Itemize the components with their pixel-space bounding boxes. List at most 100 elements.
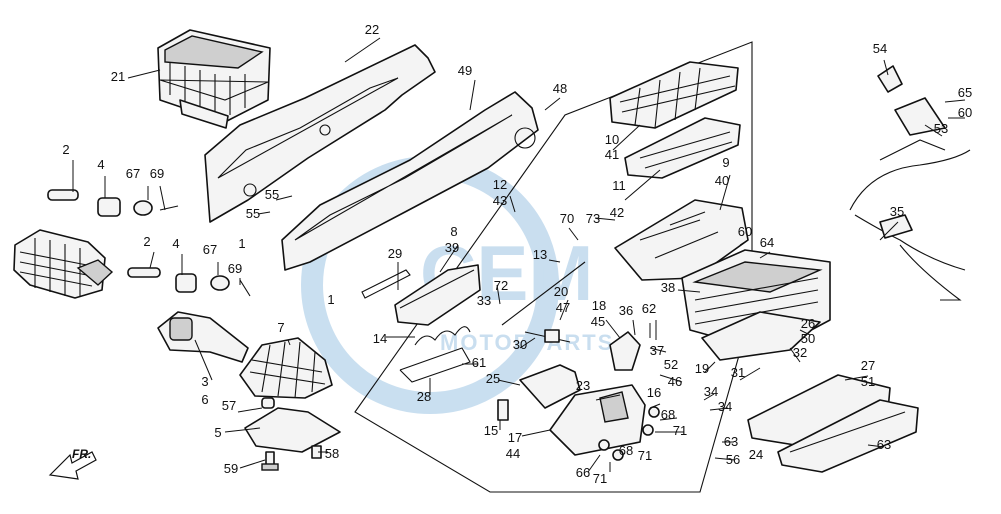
leader-line (759, 251, 771, 259)
leader-line (568, 227, 579, 241)
leader-line (497, 379, 521, 386)
callout-numbers: 1122344567891011121314151617181920212223… (62, 22, 972, 486)
leader-line (239, 459, 266, 469)
callout-42: 42 (610, 205, 624, 220)
leader-line (496, 284, 501, 305)
leader-lines (72, 37, 966, 473)
callout-57: 57 (222, 398, 236, 413)
leader-line (649, 347, 667, 353)
leader-line (544, 97, 561, 111)
callout-54: 54 (873, 41, 887, 56)
callout-71: 71 (593, 471, 607, 486)
callout-6: 6 (201, 392, 208, 407)
callout-69: 69 (150, 166, 164, 181)
callout-34: 34 (704, 384, 718, 399)
leader-line (559, 299, 569, 321)
leader-line (287, 339, 291, 346)
leader-line (194, 339, 213, 381)
callout-66: 66 (576, 465, 590, 480)
callout-20: 20 (554, 284, 568, 299)
part-floorboard (609, 61, 749, 281)
leader-line (632, 319, 636, 336)
callout-60: 60 (958, 105, 972, 120)
callout-1: 1 (327, 292, 334, 307)
callout-44: 44 (506, 446, 520, 461)
part-footpeg-bracket (127, 267, 251, 363)
callout-49: 49 (458, 63, 472, 78)
leader-line (548, 259, 561, 263)
callout-3: 3 (201, 374, 208, 389)
callout-18: 18 (592, 298, 606, 313)
callout-37: 37 (650, 343, 664, 358)
part-center-linkage (497, 261, 660, 461)
part-lower-side-cover (281, 91, 539, 271)
leader-line (595, 394, 621, 401)
callout-67: 67 (203, 242, 217, 257)
callout-16: 16 (647, 385, 661, 400)
leader-line (519, 337, 536, 349)
callout-46: 46 (668, 374, 682, 389)
callout-71: 71 (673, 423, 687, 438)
callout-48: 48 (553, 81, 567, 96)
callout-23: 23 (576, 378, 590, 393)
callout-64: 64 (760, 235, 774, 250)
callout-2: 2 (62, 142, 69, 157)
callout-5: 5 (214, 425, 221, 440)
leader-line (879, 221, 899, 241)
part-trunk-rack (157, 29, 271, 129)
callout-55: 55 (246, 206, 260, 221)
callout-55: 55 (265, 187, 279, 202)
callout-53: 53 (934, 121, 948, 136)
callout-40: 40 (715, 173, 729, 188)
leader-line (509, 195, 516, 213)
callout-68: 68 (619, 443, 633, 458)
leader-line (594, 217, 616, 221)
callout-51: 51 (861, 374, 875, 389)
part-tool-bag (361, 264, 481, 383)
direction-arrow: FR. (48, 447, 97, 480)
callout-11: 11 (612, 178, 626, 193)
callout-7: 7 (277, 320, 284, 335)
leader-line (257, 211, 271, 215)
leader-line (944, 99, 966, 103)
part-floor-rubber (239, 337, 341, 453)
part-left-footpeg (13, 189, 179, 299)
callout-71: 71 (638, 448, 652, 463)
callout-39: 39 (445, 240, 459, 255)
callout-8: 8 (450, 224, 457, 239)
callout-38: 38 (661, 280, 675, 295)
callout-19: 19 (695, 361, 709, 376)
callout-61: 61 (472, 355, 486, 370)
leader-line (799, 329, 811, 336)
leader-line (704, 361, 716, 373)
callout-13: 13 (533, 247, 547, 262)
callout-31: 31 (731, 365, 745, 380)
leader-line (659, 417, 678, 421)
leader-line (344, 37, 381, 63)
leader-line (659, 374, 683, 383)
leader-line (789, 347, 801, 363)
leader-line (624, 169, 661, 201)
leader-line (224, 427, 261, 433)
callout-4: 4 (97, 157, 104, 172)
callout-12: 12 (493, 177, 507, 192)
callout-69: 69 (228, 261, 242, 276)
leader-line (159, 185, 166, 211)
callout-33: 33 (477, 293, 491, 308)
callout-25: 25 (486, 371, 500, 386)
leader-line (719, 174, 731, 211)
leader-line (714, 457, 736, 461)
callout-17: 17 (508, 430, 522, 445)
leader-line (605, 319, 621, 339)
leader-line (649, 403, 661, 409)
part-side-rails (747, 374, 919, 473)
callout-56: 56 (726, 452, 740, 467)
leader-line (867, 444, 885, 448)
callout-45: 45 (591, 314, 605, 329)
callout-65: 65 (958, 85, 972, 100)
callout-36: 36 (619, 303, 633, 318)
callout-60: 60 (738, 224, 752, 239)
callout-28: 28 (417, 389, 431, 404)
leader-line (439, 244, 459, 273)
callout-27: 27 (861, 358, 875, 373)
